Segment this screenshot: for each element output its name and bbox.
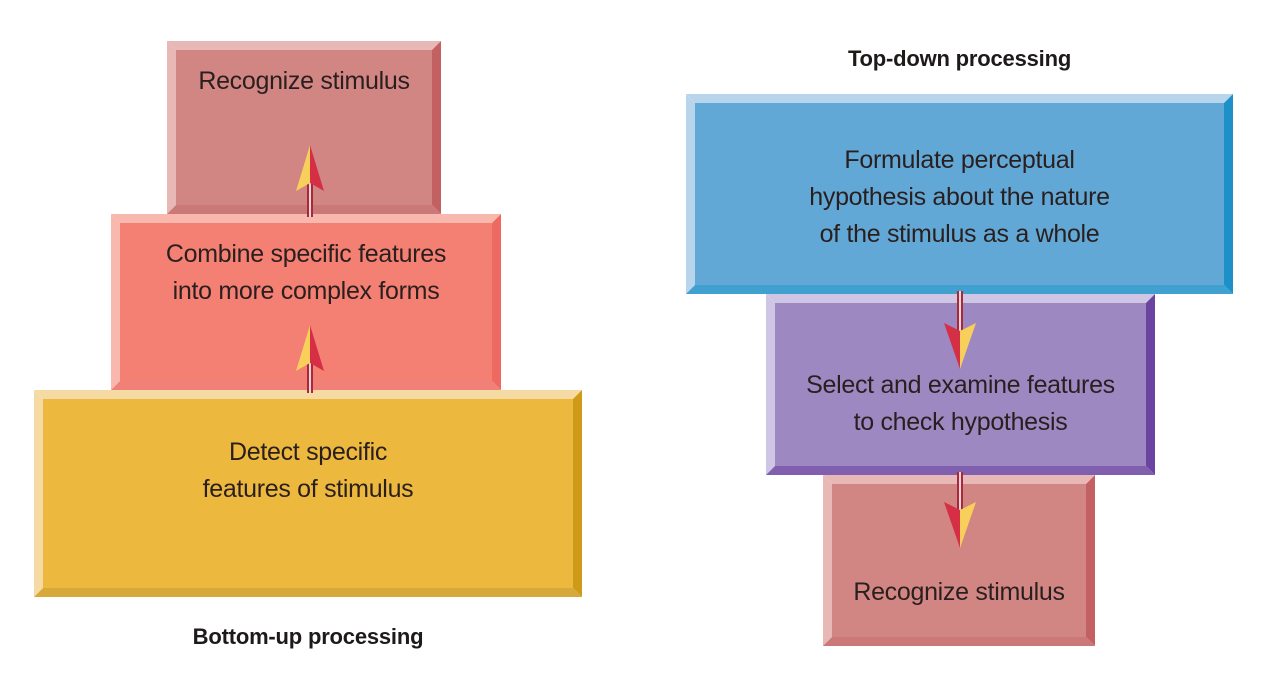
- arrow-shaft-highlight: [309, 355, 311, 393]
- bevel-left: [823, 475, 832, 646]
- bevel-bottom: [167, 205, 441, 214]
- arrow-up-icon: [296, 145, 324, 217]
- step-label: Detect specific features of stimulus: [34, 434, 582, 508]
- bevel-top: [167, 41, 441, 50]
- arrow-up-icon: [296, 325, 324, 393]
- arrow-head-right: [310, 325, 324, 371]
- arrow-head-left: [944, 323, 960, 369]
- arrow-shaft-highlight: [309, 175, 311, 217]
- bevel-top: [34, 390, 582, 399]
- step-label: Formulate perceptual hypothesis about th…: [686, 142, 1233, 253]
- arrow-head-left: [944, 502, 960, 548]
- label-line: features of stimulus: [202, 475, 414, 503]
- bottom-up-step-combine-features: Combine specific features into more comp…: [111, 214, 501, 390]
- arrow-head-right: [310, 145, 324, 191]
- bevel-right: [492, 214, 501, 390]
- arrow-head-right: [960, 323, 976, 369]
- bevel-bottom: [766, 466, 1155, 475]
- bevel-right: [1086, 475, 1095, 646]
- bevel-bottom: [111, 381, 501, 390]
- bevel-left: [167, 41, 176, 214]
- step-label: Recognize stimulus: [167, 63, 441, 100]
- box-face: [43, 399, 573, 588]
- bottom-up-step-detect-features: Detect specific features of stimulus: [34, 390, 582, 597]
- arrow-shaft-highlight: [959, 291, 961, 333]
- arrow-down-icon: [944, 291, 976, 369]
- bevel-right: [1224, 94, 1233, 294]
- bevel-bottom: [823, 637, 1095, 646]
- arrow-shaft-highlight: [959, 472, 961, 512]
- step-label: Select and examine features to check hyp…: [766, 367, 1155, 441]
- step-label: Recognize stimulus: [823, 574, 1095, 611]
- bevel-left: [34, 390, 43, 597]
- step-label: Combine specific features into more comp…: [111, 236, 501, 310]
- label-line: Detect specific: [228, 438, 388, 466]
- bevel-top: [111, 214, 501, 223]
- box-bevel: [823, 475, 1095, 646]
- top-down-step-select-examine: Select and examine features to check hyp…: [766, 294, 1155, 475]
- label-line: Recognize stimulus: [198, 67, 410, 95]
- bevel-bottom: [686, 285, 1233, 294]
- bevel-left: [766, 294, 775, 475]
- bevel-right: [573, 390, 582, 597]
- arrow-head-left: [296, 325, 310, 371]
- box-bevel: [686, 94, 1233, 294]
- bottom-up-heading: Bottom-up processing: [192, 624, 424, 649]
- top-down-step-recognize-stimulus: Recognize stimulus: [823, 475, 1095, 646]
- label-line: into more complex forms: [172, 277, 440, 305]
- arrow-head-right: [960, 502, 976, 548]
- bevel-top: [686, 94, 1233, 103]
- box-face: [695, 103, 1224, 285]
- label-line: Select and examine features: [806, 371, 1115, 399]
- label-line: hypothesis about the nature: [809, 183, 1110, 211]
- top-down-heading: Top-down processing: [847, 46, 1072, 71]
- label-line: Formulate perceptual: [844, 146, 1075, 174]
- label-line: Combine specific features: [165, 240, 447, 268]
- top-down-step-formulate-hypothesis: Formulate perceptual hypothesis about th…: [686, 94, 1233, 294]
- arrow-down-icon: [944, 472, 976, 548]
- label-line: to check hypothesis: [853, 408, 1068, 436]
- bevel-right: [432, 41, 441, 214]
- label-line: of the stimulus as a whole: [819, 220, 1100, 248]
- bevel-left: [686, 94, 695, 294]
- bevel-right: [1146, 294, 1155, 475]
- bevel-bottom: [34, 588, 582, 597]
- bevel-left: [111, 214, 120, 390]
- label-line: Recognize stimulus: [853, 578, 1065, 606]
- box-bevel: [34, 390, 582, 597]
- arrow-head-left: [296, 145, 310, 191]
